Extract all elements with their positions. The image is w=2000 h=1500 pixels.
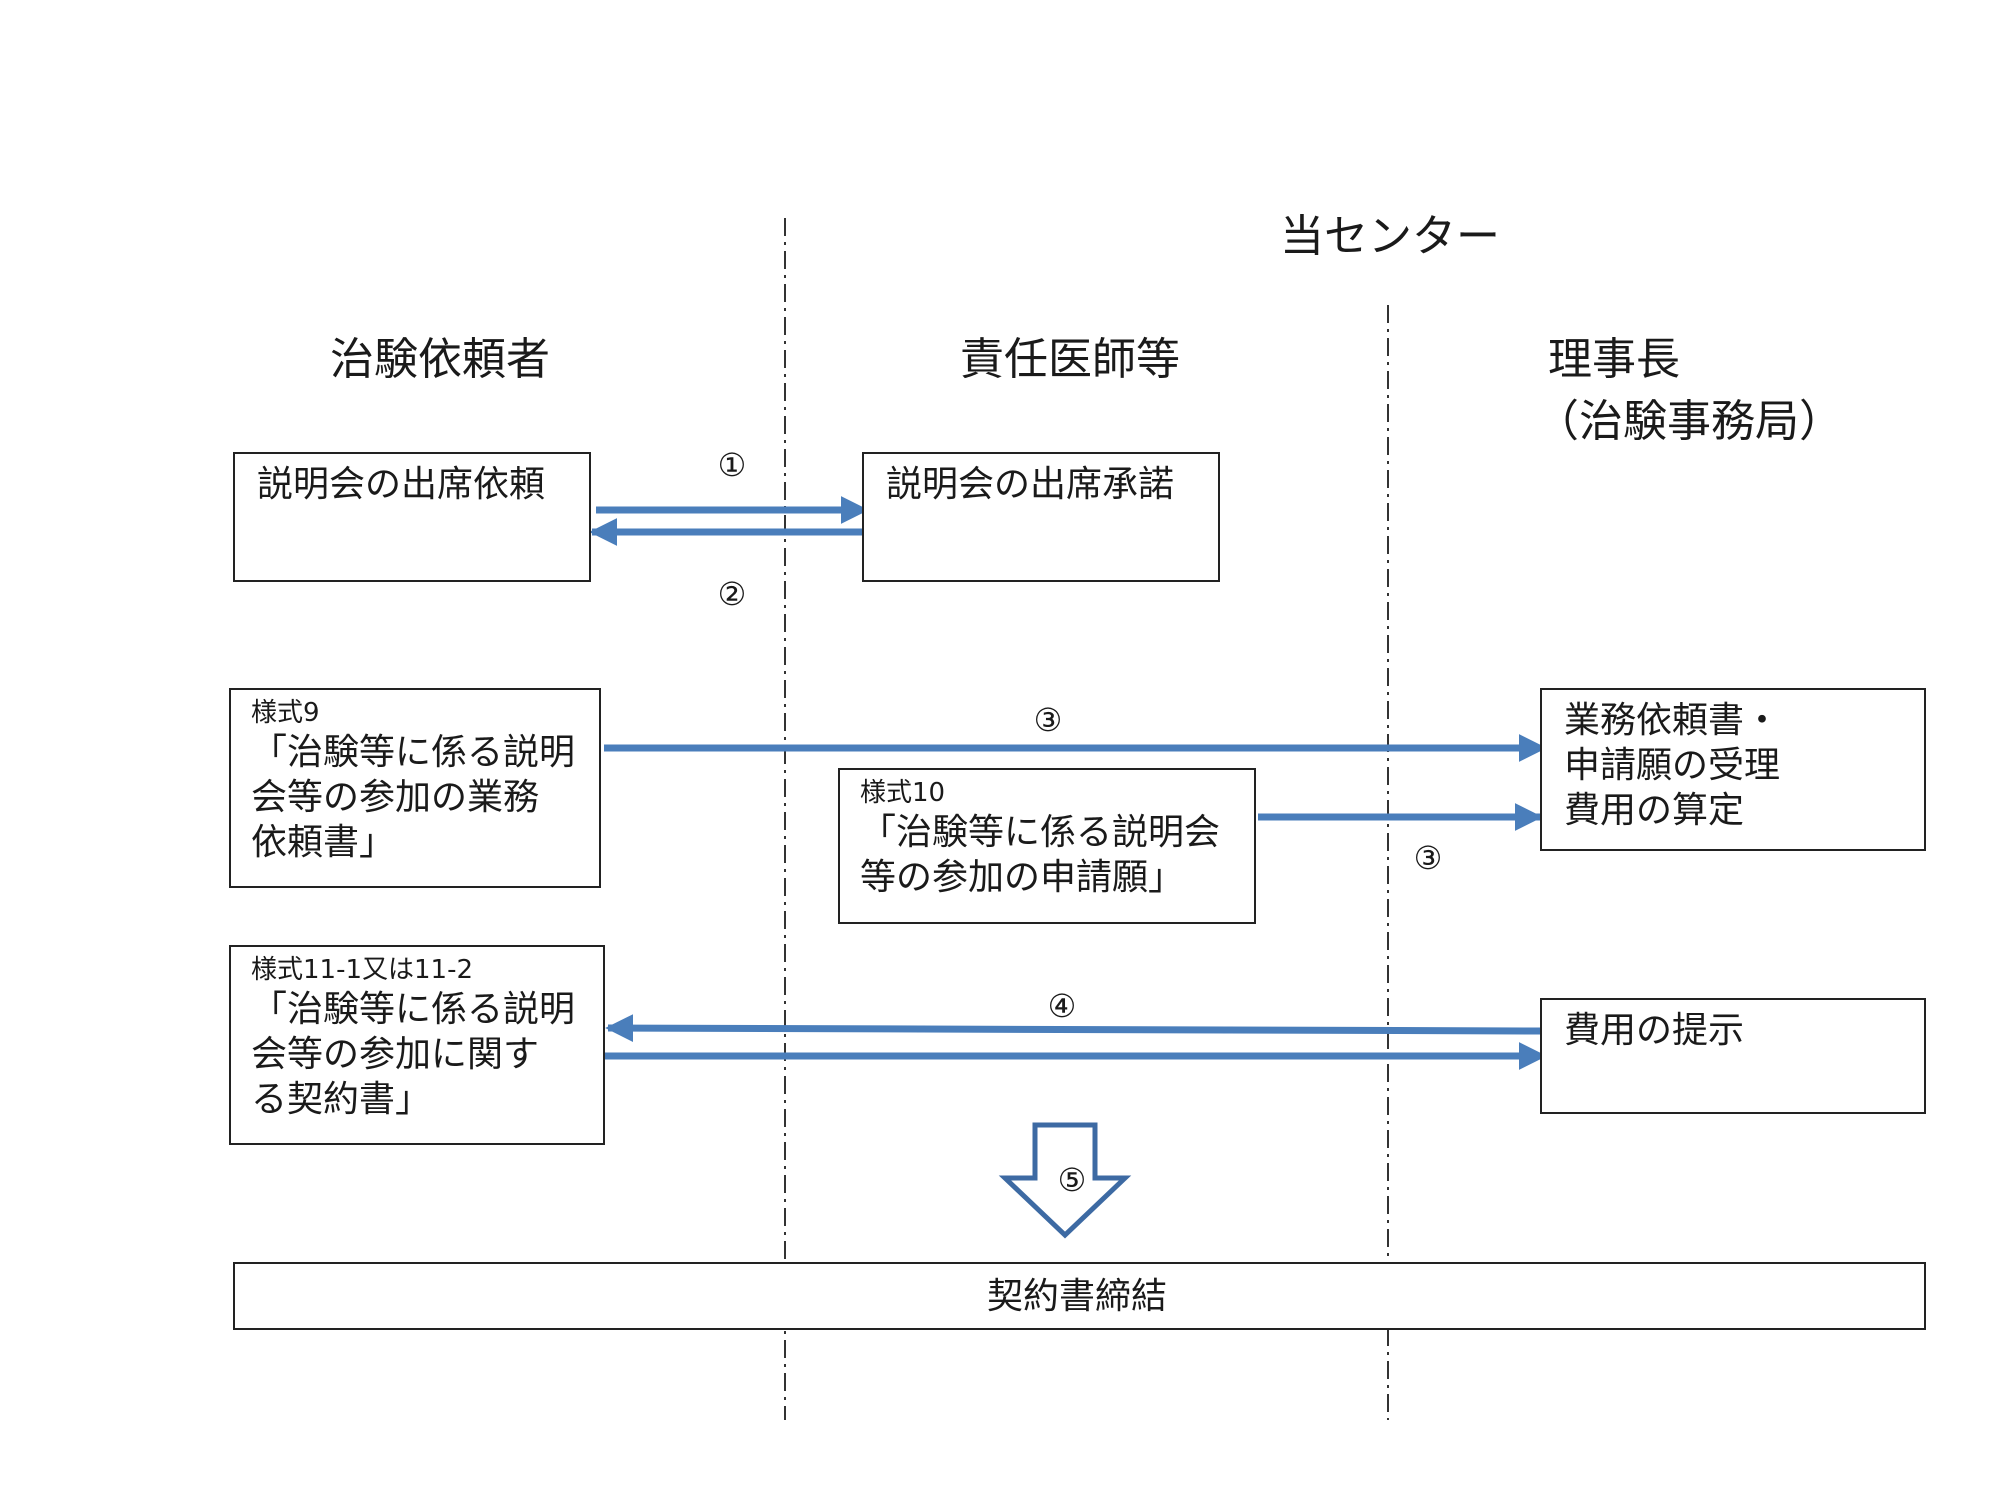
- form11-box: 様式11-1又は11-2 「治験等に係る説明 会等の参加に関す る契約書」: [229, 945, 605, 1145]
- receipt-label: 業務依頼書・ 申請願の受理 費用の算定: [1564, 700, 1781, 831]
- step-5-label: ⑤: [1057, 1161, 1087, 1199]
- contract-conclusion-box: 契約書締結: [233, 1262, 1926, 1330]
- form9-title: 「治験等に係る説明 会等の参加の業務 依頼書」: [251, 732, 576, 863]
- form9-number: 様式9: [251, 698, 320, 728]
- center-header: 当センター: [1280, 211, 1500, 262]
- step-3-label: ③: [1033, 701, 1063, 739]
- director-subheader: （治験事務局）: [1535, 396, 1843, 447]
- cost-presentation-label: 費用の提示: [1564, 1010, 1745, 1051]
- director-header: 理事長: [1548, 334, 1680, 385]
- arrow-step4-cost: [605, 1014, 1541, 1043]
- sponsor-header: 治験依頼者: [330, 334, 550, 385]
- meeting-request-box: 説明会の出席依頼: [233, 452, 591, 582]
- step-4-label: ④: [1047, 987, 1077, 1025]
- meeting-consent-box: 説明会の出席承諾: [862, 452, 1220, 582]
- step-1-label: ①: [717, 446, 747, 484]
- form10-box: 様式10 「治験等に係る説明会 等の参加の申請願」: [838, 768, 1256, 924]
- meeting-request-label: 説明会の出席依頼: [257, 464, 546, 505]
- contract-conclusion-label: 契約書締結: [987, 1276, 1168, 1317]
- form11-number: 様式11-1又は11-2: [251, 955, 474, 985]
- step-3-label-form10: ③: [1413, 839, 1443, 877]
- step-2-label: ②: [717, 575, 747, 613]
- receipt-box: 業務依頼書・ 申請願の受理 費用の算定: [1540, 688, 1926, 851]
- physician-header: 責任医師等: [960, 334, 1180, 385]
- cost-presentation-box: 費用の提示: [1540, 998, 1926, 1114]
- form9-box: 様式9 「治験等に係る説明 会等の参加の業務 依頼書」: [229, 688, 601, 888]
- form10-number: 様式10: [860, 778, 946, 808]
- form10-title: 「治験等に係る説明会 等の参加の申請願」: [860, 812, 1221, 898]
- form11-title: 「治験等に係る説明 会等の参加に関す る契約書」: [251, 989, 576, 1120]
- meeting-consent-label: 説明会の出席承諾: [886, 464, 1175, 505]
- arrow-step5-down: [998, 1122, 1132, 1239]
